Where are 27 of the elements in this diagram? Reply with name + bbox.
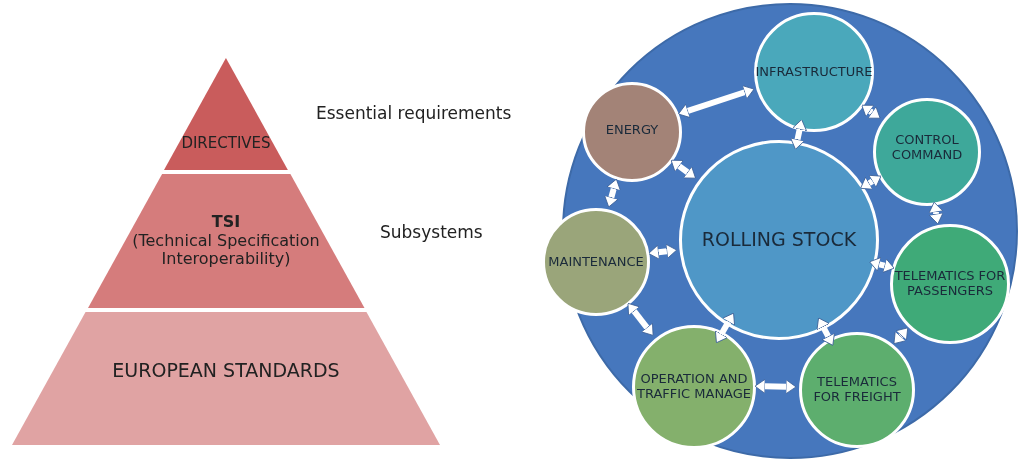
circle-label: OPERATION AND TRAFFIC MANAGE xyxy=(635,372,753,402)
double-arrow xyxy=(604,178,621,208)
double-arrow xyxy=(648,243,678,260)
double-arrow xyxy=(860,174,882,190)
double-arrow xyxy=(754,378,797,395)
circle-label: MAINTENANCE xyxy=(548,254,644,270)
circle-label: ENERGY xyxy=(605,122,659,138)
double-arrow xyxy=(869,257,895,273)
circle-label: TELEMATICS FOR FREIGHT xyxy=(812,375,902,405)
circle-label: ROLLING STOCK xyxy=(701,229,857,251)
double-arrow xyxy=(670,159,696,179)
tier-description: (Technical Specification Interoperability) xyxy=(131,231,321,269)
tier-label: DIRECTIVES xyxy=(181,135,271,153)
circle-label: TELEMATICS FOR PASSENGERS xyxy=(894,269,1006,299)
double-arrow xyxy=(678,85,755,118)
tier-note: Subsystems xyxy=(380,222,483,242)
double-arrow xyxy=(627,302,654,336)
tier-label: TSI xyxy=(211,213,241,232)
double-arrow xyxy=(816,317,835,346)
tier-label: EUROPEAN STANDARDS xyxy=(112,359,340,382)
circle-label: CONTROL COMMAND xyxy=(890,133,964,163)
double-arrow xyxy=(861,104,881,119)
double-arrow xyxy=(928,201,944,225)
double-arrow xyxy=(790,119,807,150)
double-arrow xyxy=(893,327,909,345)
tier-note: Essential requirements xyxy=(316,103,512,123)
double-arrow xyxy=(715,312,735,344)
